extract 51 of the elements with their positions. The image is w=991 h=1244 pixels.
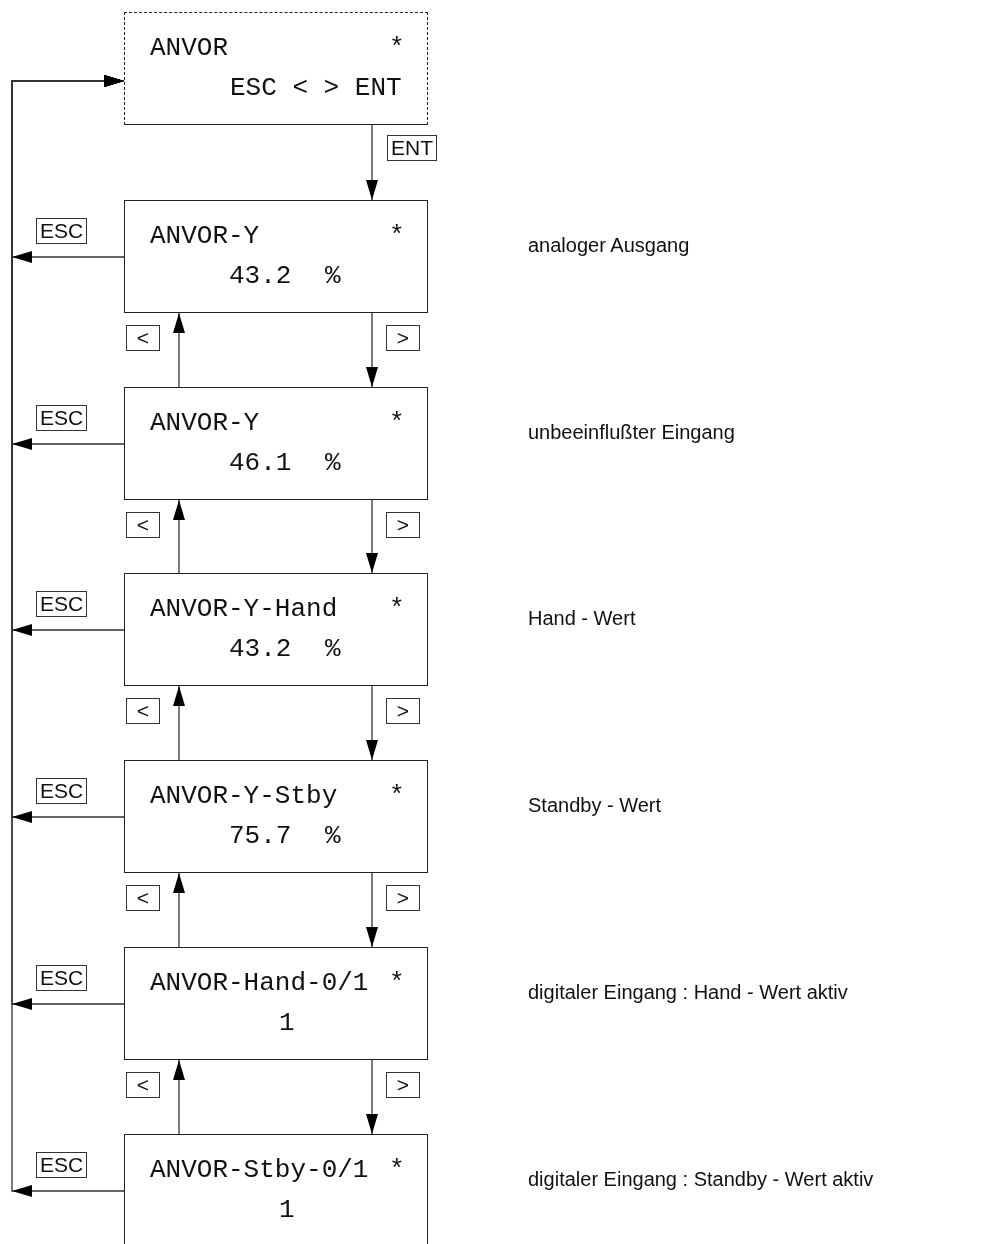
- display-box: [124, 573, 428, 686]
- description-text: digitaler Eingang : Hand - Wert aktiv: [528, 980, 848, 1004]
- key-label: <: [126, 512, 160, 538]
- display-text: ESC < > ENT: [230, 73, 402, 103]
- display-text: 46.1 %: [229, 448, 341, 478]
- key-label: <: [126, 885, 160, 911]
- key-label: >: [386, 1072, 420, 1098]
- display-text: ANVOR-Stby-0/1: [150, 1155, 369, 1185]
- display-box: [124, 387, 428, 500]
- display-text: 1: [279, 1008, 295, 1038]
- key-label: ESC: [36, 778, 88, 804]
- key-label: ENT: [387, 135, 437, 161]
- key-label: ESC: [36, 218, 88, 244]
- key-label: <: [126, 325, 160, 351]
- key-label: >: [386, 325, 420, 351]
- description-text: unbeeinflußter Eingang: [528, 420, 735, 444]
- description-text: Standby - Wert: [528, 793, 662, 817]
- display-text: *: [389, 781, 405, 811]
- display-text: 75.7 %: [229, 821, 341, 851]
- display-text: *: [389, 1155, 405, 1185]
- description-text: analoger Ausgang: [528, 233, 690, 257]
- key-label: >: [386, 885, 420, 911]
- key-label: ESC: [36, 1152, 88, 1178]
- description-text: Hand - Wert: [528, 606, 636, 630]
- display-text: *: [389, 221, 405, 251]
- display-box: [124, 947, 428, 1060]
- display-text: 43.2 %: [229, 634, 341, 664]
- key-label: <: [126, 698, 160, 724]
- display-box: [124, 760, 428, 873]
- display-text: 1: [279, 1195, 295, 1225]
- description-text: digitaler Eingang : Standby - Wert aktiv: [528, 1167, 874, 1191]
- display-text: 43.2 %: [229, 261, 341, 291]
- display-text: *: [389, 594, 405, 624]
- display-text: ANVOR-Y-Hand: [150, 594, 338, 624]
- display-text: *: [389, 968, 405, 998]
- display-text: ANVOR-Hand-0/1: [150, 968, 369, 998]
- display-text: *: [389, 408, 405, 438]
- display-box: [124, 12, 428, 125]
- display-text: *: [389, 33, 405, 63]
- display-text: ANVOR-Y: [150, 221, 260, 251]
- key-label: >: [386, 698, 420, 724]
- key-label: >: [386, 512, 420, 538]
- display-box: [124, 1134, 428, 1244]
- key-label: ESC: [36, 405, 88, 431]
- display-text: ANVOR-Y-Stby: [150, 781, 338, 811]
- key-label: ESC: [36, 965, 88, 991]
- display-box: [124, 200, 428, 313]
- display-text: ANVOR: [150, 33, 228, 63]
- key-label: <: [126, 1072, 160, 1098]
- key-label: ESC: [36, 591, 88, 617]
- display-text: ANVOR-Y: [150, 408, 260, 438]
